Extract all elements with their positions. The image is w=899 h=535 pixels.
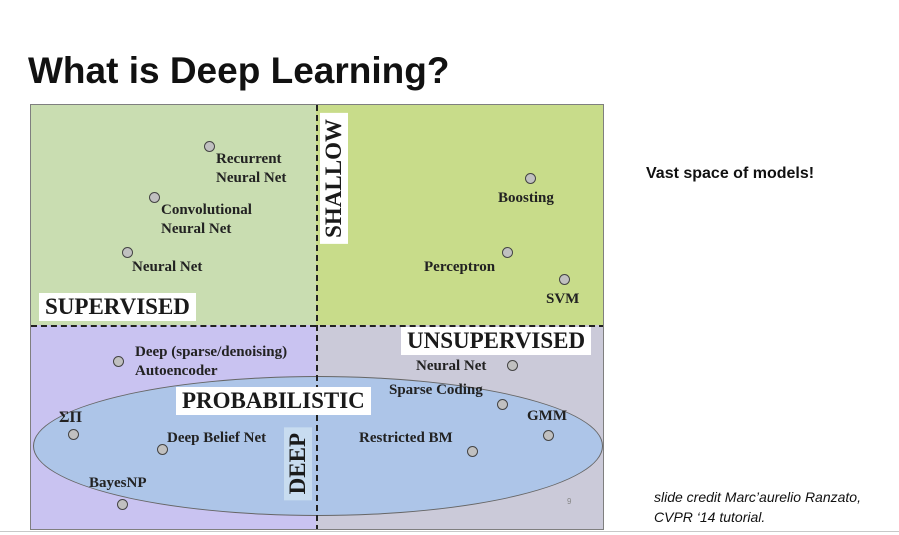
model-label-recurrent: Recurrent Neural Net xyxy=(216,151,287,186)
slide-credit: slide credit Marc’aurelio Ranzato, CVPR … xyxy=(654,489,861,525)
page-number: 9 xyxy=(567,497,572,506)
shallow-label: SHALLOW xyxy=(320,113,348,244)
model-label-bayesnp: BayesNP xyxy=(89,475,147,491)
model-dot xyxy=(543,430,554,441)
supervised-unsupervised-divider xyxy=(31,325,603,327)
footer-divider xyxy=(0,531,899,532)
model-dot xyxy=(149,192,160,203)
model-dot xyxy=(467,446,478,457)
deep-label: DEEP xyxy=(284,427,312,501)
model-label-convolutional: Convolutional Neural Net xyxy=(161,202,252,237)
model-label-boosting: Boosting xyxy=(498,190,554,206)
supervised-label: SUPERVISED xyxy=(39,293,196,321)
model-label-perceptron: Perceptron xyxy=(424,259,496,275)
model-dot xyxy=(559,274,570,285)
model-dot xyxy=(68,429,79,440)
quadrant-unsupervised-shallow xyxy=(316,105,603,325)
model-dot xyxy=(113,356,124,367)
model-dot xyxy=(525,173,536,184)
probabilistic-label: PROBABILISTIC xyxy=(176,387,371,415)
model-label-autoencoder: Deep (sparse/denoising) Autoencoder xyxy=(135,344,288,379)
model-dot xyxy=(117,499,128,510)
side-note: Vast space of models! xyxy=(646,165,815,182)
model-label-restricted-bm: Restricted BM xyxy=(359,430,453,446)
model-dot xyxy=(204,141,215,152)
model-dot xyxy=(157,444,168,455)
model-label-gmm: GMM xyxy=(527,408,567,424)
model-label-deep-belief-net: Deep Belief Net xyxy=(167,430,267,446)
slide-title: What is Deep Learning? xyxy=(28,50,450,91)
shallow-deep-divider xyxy=(316,105,318,529)
model-dot xyxy=(502,247,513,258)
model-label-svm: SVM xyxy=(546,291,580,307)
unsupervised-label: UNSUPERVISED xyxy=(401,327,592,355)
model-dot xyxy=(507,360,518,371)
model-label-neural-net-supervised: Neural Net xyxy=(132,259,203,275)
model-label-sum-product: ΣΠ xyxy=(59,409,82,426)
model-label-sparse-coding: Sparse Coding xyxy=(389,382,483,398)
model-dot xyxy=(497,399,508,410)
model-space-diagram: SUPERVISED UNSUPERVISED SHALLOW DEEP PRO… xyxy=(30,104,604,530)
model-dot xyxy=(122,247,133,258)
quadrant-supervised-shallow xyxy=(31,105,316,325)
model-label-neural-net-unsupervised: Neural Net xyxy=(416,358,487,374)
